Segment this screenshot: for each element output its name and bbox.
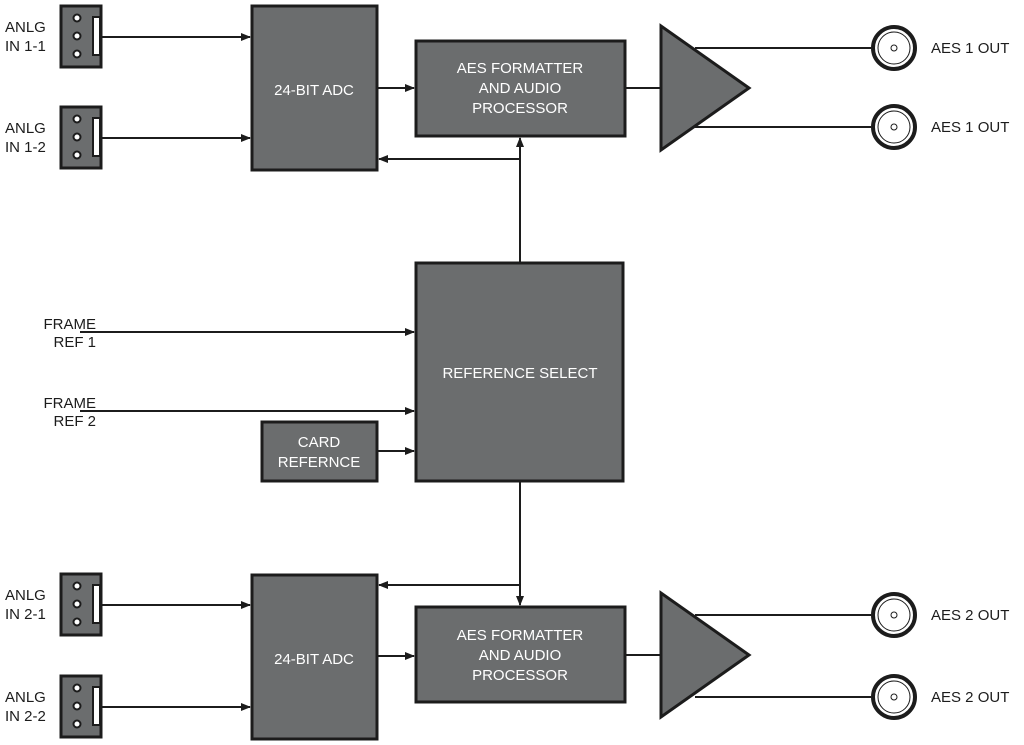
bnc-connector-icon xyxy=(871,104,917,150)
output-label-aes1-b: AES 1 OUT xyxy=(931,119,1009,136)
input-connector-1-2 xyxy=(59,105,103,170)
input-connector-2-2 xyxy=(59,674,103,739)
svg-text:24-BIT ADC: 24-BIT ADC xyxy=(274,651,354,668)
output-label-aes1-a: AES 1 OUT xyxy=(931,40,1009,57)
bnc-connector-icon xyxy=(871,25,917,71)
input-connector-2-1 xyxy=(59,572,103,637)
output-label-aes2-b: AES 2 OUT xyxy=(931,689,1009,706)
amplifier-triangle-1 xyxy=(659,23,752,153)
amplifier-triangle-2 xyxy=(659,590,752,720)
svg-text:24-BIT ADC: 24-BIT ADC xyxy=(274,82,354,99)
input-connector-1-1 xyxy=(59,4,103,69)
reference-select-block: REFERENCE SELECT xyxy=(414,261,625,483)
bnc-connector-icon xyxy=(871,674,917,720)
svg-text:REFERENCE SELECT: REFERENCE SELECT xyxy=(442,365,597,382)
adc-block-2: 24-BIT ADC xyxy=(250,573,379,741)
output-label-aes2-a: AES 2 OUT xyxy=(931,607,1009,624)
adc-block-1: 24-BIT ADC xyxy=(250,4,379,172)
bnc-connector-icon xyxy=(871,592,917,638)
